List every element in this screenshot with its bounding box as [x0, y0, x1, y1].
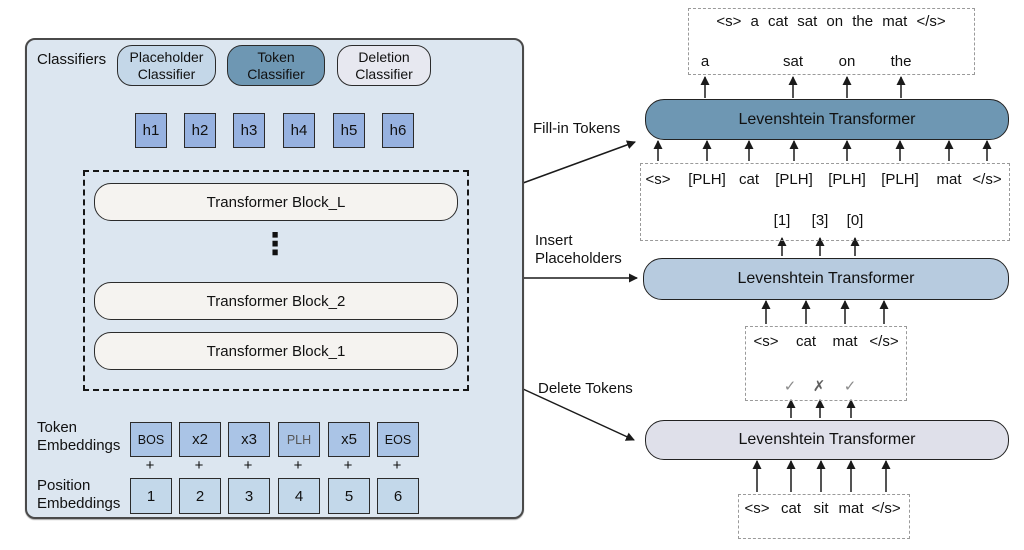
keep-check-mark: ✓	[843, 378, 857, 395]
token-classifier-line2: Classifier	[247, 65, 305, 82]
plus-sign: +	[243, 457, 253, 474]
source-token: </s>	[871, 500, 901, 517]
position-embedding-1: 1	[130, 478, 172, 514]
position-embedding-5: 5	[328, 478, 370, 514]
delete-tokens-label: Delete Tokens	[538, 380, 633, 397]
levenshtein-transformer-insert: Levenshtein Transformer	[643, 258, 1009, 300]
vertical-ellipsis: ⋮	[260, 227, 290, 262]
token-classifier: Token Classifier	[227, 45, 325, 86]
delete-cross-mark: ✗	[812, 378, 826, 395]
input-token: [PLH]	[775, 171, 813, 188]
hidden-state-h2: h2	[184, 113, 216, 148]
token-embedding-x2: x2	[179, 422, 221, 457]
placeholder-count: [3]	[811, 212, 829, 229]
token-embedding-eos: EOS	[377, 422, 419, 457]
output-sentence-box	[688, 8, 975, 75]
input-token: [PLH]	[688, 171, 726, 188]
hidden-state-h1: h1	[135, 113, 167, 148]
transformer-block-2: Transformer Block_2	[94, 282, 458, 320]
source-token: cat	[780, 500, 802, 517]
input-token: cat	[738, 171, 760, 188]
plus-sign: +	[293, 457, 303, 474]
position-embedding-2: 2	[179, 478, 221, 514]
plus-sign: +	[392, 457, 402, 474]
predicted-token: a	[700, 53, 710, 70]
model-panel	[25, 38, 524, 519]
output-sentence: <s> a cat sat on the mat </s>	[716, 13, 946, 30]
levenshtein-transformer-delete: Levenshtein Transformer	[645, 420, 1009, 460]
token-embeddings-label: Token Embeddings	[37, 419, 121, 454]
deletion-classifier-line2: Classifier	[355, 65, 413, 82]
source-token: mat	[838, 500, 864, 517]
kept-token: </s>	[869, 333, 899, 350]
placeholder-input-box	[640, 163, 1010, 241]
input-token: </s>	[972, 171, 1002, 188]
hidden-state-h6: h6	[382, 113, 414, 148]
kept-token: cat	[795, 333, 817, 350]
levenshtein-transformer-fill-in: Levenshtein Transformer	[645, 99, 1009, 140]
token-embedding-x3: x3	[228, 422, 270, 457]
deletion-classifier: Deletion Classifier	[337, 45, 431, 86]
placeholder-count: [0]	[846, 212, 864, 229]
placeholder-classifier-line2: Classifier	[137, 65, 196, 82]
input-token: <s>	[645, 171, 671, 188]
input-token: [PLH]	[881, 171, 919, 188]
original-input-box	[738, 494, 910, 539]
token-classifier-line1: Token	[257, 49, 295, 65]
position-embedding-3: 3	[228, 478, 270, 514]
placeholder-count: [1]	[773, 212, 791, 229]
deletion-classifier-line1: Deletion	[358, 49, 410, 65]
insert-placeholders-label: Insert Placeholders	[535, 232, 622, 267]
position-embedding-6: 6	[377, 478, 419, 514]
input-token: [PLH]	[828, 171, 866, 188]
plus-sign: +	[343, 457, 353, 474]
transformer-block-L: Transformer Block_L	[94, 183, 458, 221]
hidden-state-h4: h4	[283, 113, 315, 148]
classifiers-title: Classifiers	[37, 51, 107, 68]
input-token: mat	[936, 171, 962, 188]
position-embeddings-label: Position Embeddings	[37, 477, 121, 512]
hidden-state-h5: h5	[333, 113, 365, 148]
predicted-token: on	[838, 53, 856, 70]
source-token: sit	[813, 500, 829, 517]
plus-sign: +	[194, 457, 204, 474]
keep-check-mark: ✓	[783, 378, 797, 395]
predicted-token: sat	[782, 53, 804, 70]
placeholder-classifier: Placeholder Classifier	[117, 45, 216, 86]
kept-token: <s>	[753, 333, 779, 350]
transformer-stack-boundary	[83, 170, 469, 391]
token-embedding-plh: PLH	[278, 422, 320, 457]
placeholder-classifier-line1: Placeholder	[129, 49, 204, 65]
token-embedding-x5: x5	[328, 422, 370, 457]
kept-token: mat	[832, 333, 858, 350]
transformer-block-1: Transformer Block_1	[94, 332, 458, 370]
plus-sign: +	[145, 457, 155, 474]
position-embedding-4: 4	[278, 478, 320, 514]
source-token: <s>	[744, 500, 770, 517]
token-embedding-bos: BOS	[130, 422, 172, 457]
predicted-token: the	[890, 53, 912, 70]
fill-in-tokens-label: Fill-in Tokens	[533, 120, 621, 137]
hidden-state-h3: h3	[233, 113, 265, 148]
deletion-result-box	[745, 326, 907, 401]
